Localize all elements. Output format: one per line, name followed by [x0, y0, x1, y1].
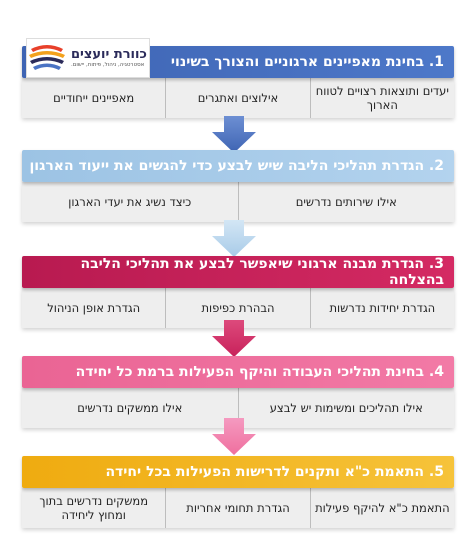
- logo-tagline: אסטרטגיה, ניהול, פיתוח, יישום.: [71, 61, 145, 68]
- logo-name: כוורת יועצים: [71, 46, 147, 62]
- step-1-cell-2: אילוצים ואתגרים: [165, 78, 309, 118]
- step-4-header: 4. בחינת תהליכי העבודה והיקף הפעילות ברמ…: [22, 356, 454, 388]
- step-1-cells: יעדים ותוצאות רצויים לטווח הארוך אילוצים…: [22, 78, 454, 118]
- step-5-cell-1: התאמת כ"א להיקף פעילות: [309, 488, 454, 528]
- step-2: 2. הגדרת תהליכי הליבה שיש לבצע כדי להגשי…: [22, 150, 454, 222]
- step-2-cells: אילו שירותים נדרשים כיצד נשיג את יעדי הא…: [22, 182, 454, 222]
- down-arrow-4: [212, 418, 256, 455]
- step-4-title: 4. בחינת תהליכי העבודה והיקף הפעילות ברמ…: [75, 364, 444, 380]
- down-arrow-2: [212, 220, 256, 257]
- step-3: 3. הגדרת מבנה ארגוני שיאפשר לבצע את תהלי…: [22, 256, 454, 328]
- step-4-cell-2: אילו ממשקים נדרשים: [77, 400, 183, 415]
- step-1-cell-3: מאפיינים ייחודיים: [53, 90, 135, 105]
- step-5-cell-2: הגדרת תחומי אחריות: [165, 488, 309, 528]
- step-4-cell-1: אילו תהליכים ומשימות יש לבצע: [237, 388, 455, 428]
- step-4: 4. בחינת תהליכי העבודה והיקף הפעילות ברמ…: [22, 356, 454, 428]
- step-3-cell-1: הגדרת יחידות נדרשות: [309, 288, 454, 328]
- step-2-header: 2. הגדרת תהליכי הליבה שיש לבצע כדי להגשי…: [22, 150, 454, 182]
- beehive-logo-icon: [29, 45, 65, 70]
- step-5-title: 5. התאמת כ"א ותקנים לדרישות הפעילות בכל …: [105, 464, 444, 480]
- step-5-header: 5. התאמת כ"א ותקנים לדרישות הפעילות בכל …: [22, 456, 454, 488]
- step-5: 5. התאמת כ"א ותקנים לדרישות הפעילות בכל …: [22, 456, 454, 528]
- step-3-cells: הגדרת יחידות נדרשות הבהרת כפיפות הגדרת א…: [22, 288, 454, 328]
- step-3-cell-2: הבהרת כפיפות: [165, 288, 309, 328]
- step-2-title: 2. הגדרת תהליכי הליבה שיש לבצע כדי להגשי…: [29, 158, 445, 174]
- step-5-cells: התאמת כ"א להיקף פעילות הגדרת תחומי אחריו…: [22, 488, 454, 528]
- down-arrow-1: [212, 116, 256, 153]
- step-2-cell-1: אילו שירותים נדרשים: [237, 182, 455, 222]
- company-logo: כוורת יועצים אסטרטגיה, ניהול, פיתוח, ייש…: [26, 38, 150, 78]
- step-5-cell-3: ממשקים נדרשים בתוך ומחוץ ליחידה: [39, 493, 149, 522]
- down-arrow-3: [212, 320, 256, 357]
- step-1-cell-1: יעדים ותוצאות רצויים לטווח הארוך: [309, 78, 454, 118]
- step-3-header: 3. הגדרת מבנה ארגוני שיאפשר לבצע את תהלי…: [22, 256, 454, 288]
- logo-text: כוורת יועצים אסטרטגיה, ניהול, פיתוח, ייש…: [71, 46, 147, 69]
- step-2-cell-2: כיצד נשיג את יעדי הארגון: [68, 194, 192, 209]
- step-1: 1. בחינת מאפיינים ארגוניים והצורך בשינוי…: [22, 46, 454, 118]
- step-3-title: 3. הגדרת מבנה ארגוני שיאפשר לבצע את תהלי…: [80, 256, 444, 288]
- step-3-cell-3: הגדרת אופן הניהול: [47, 300, 141, 315]
- step-1-title: 1. בחינת מאפיינים ארגוניים והצורך בשינוי: [170, 54, 444, 70]
